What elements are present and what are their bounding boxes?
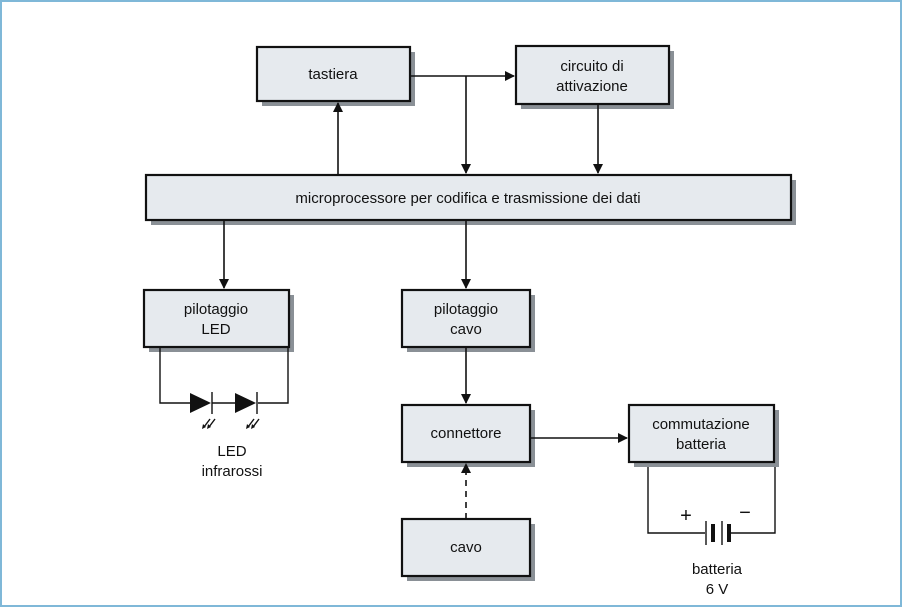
block-cavo: cavo bbox=[400, 517, 535, 581]
led-label-1: LED bbox=[217, 443, 246, 460]
light-emission-icon bbox=[202, 418, 260, 429]
block-microprocessore: microprocessore per codifica e trasmissi… bbox=[144, 173, 796, 225]
block-tastiera-label: tastiera bbox=[308, 66, 358, 83]
block-attivazione-label-1: circuito di bbox=[560, 58, 623, 75]
block-commutazione-label-2: batteria bbox=[676, 436, 727, 453]
led-label-2: infrarossi bbox=[202, 463, 263, 480]
block-connettore: connettore bbox=[400, 403, 535, 467]
block-attivazione-label-2: attivazione bbox=[556, 78, 628, 95]
battery-circuit: + − batteria 6 V bbox=[647, 467, 776, 598]
led-diode-icon bbox=[235, 393, 256, 413]
block-pilotaggio-cavo-label-2: cavo bbox=[450, 321, 482, 338]
block-pilotaggio-led-label-1: pilotaggio bbox=[184, 301, 248, 318]
block-tastiera: tastiera bbox=[255, 45, 415, 106]
block-pilotaggio-led-label-2: LED bbox=[201, 321, 230, 338]
battery-label-1: batteria bbox=[692, 561, 743, 578]
block-connettore-label: connettore bbox=[431, 425, 502, 442]
block-commutazione-batteria: commutazione batteria bbox=[627, 403, 779, 467]
block-commutazione-label-1: commutazione bbox=[652, 416, 750, 433]
battery-icon bbox=[711, 524, 715, 542]
battery-plus-sign: + bbox=[680, 505, 692, 527]
block-pilotaggio-cavo: pilotaggio cavo bbox=[400, 288, 535, 352]
led-diode-icon bbox=[190, 393, 211, 413]
block-pilotaggio-cavo-label-1: pilotaggio bbox=[434, 301, 498, 318]
battery-label-2: 6 V bbox=[706, 581, 729, 598]
led-circuit: LED infrarossi bbox=[159, 347, 289, 480]
block-microprocessore-label: microprocessore per codifica e trasmissi… bbox=[295, 190, 640, 207]
block-cavo-label: cavo bbox=[450, 539, 482, 556]
battery-minus-sign: − bbox=[739, 502, 751, 524]
block-pilotaggio-led: pilotaggio LED bbox=[142, 288, 294, 352]
block-circuito-attivazione: circuito di attivazione bbox=[514, 44, 674, 109]
